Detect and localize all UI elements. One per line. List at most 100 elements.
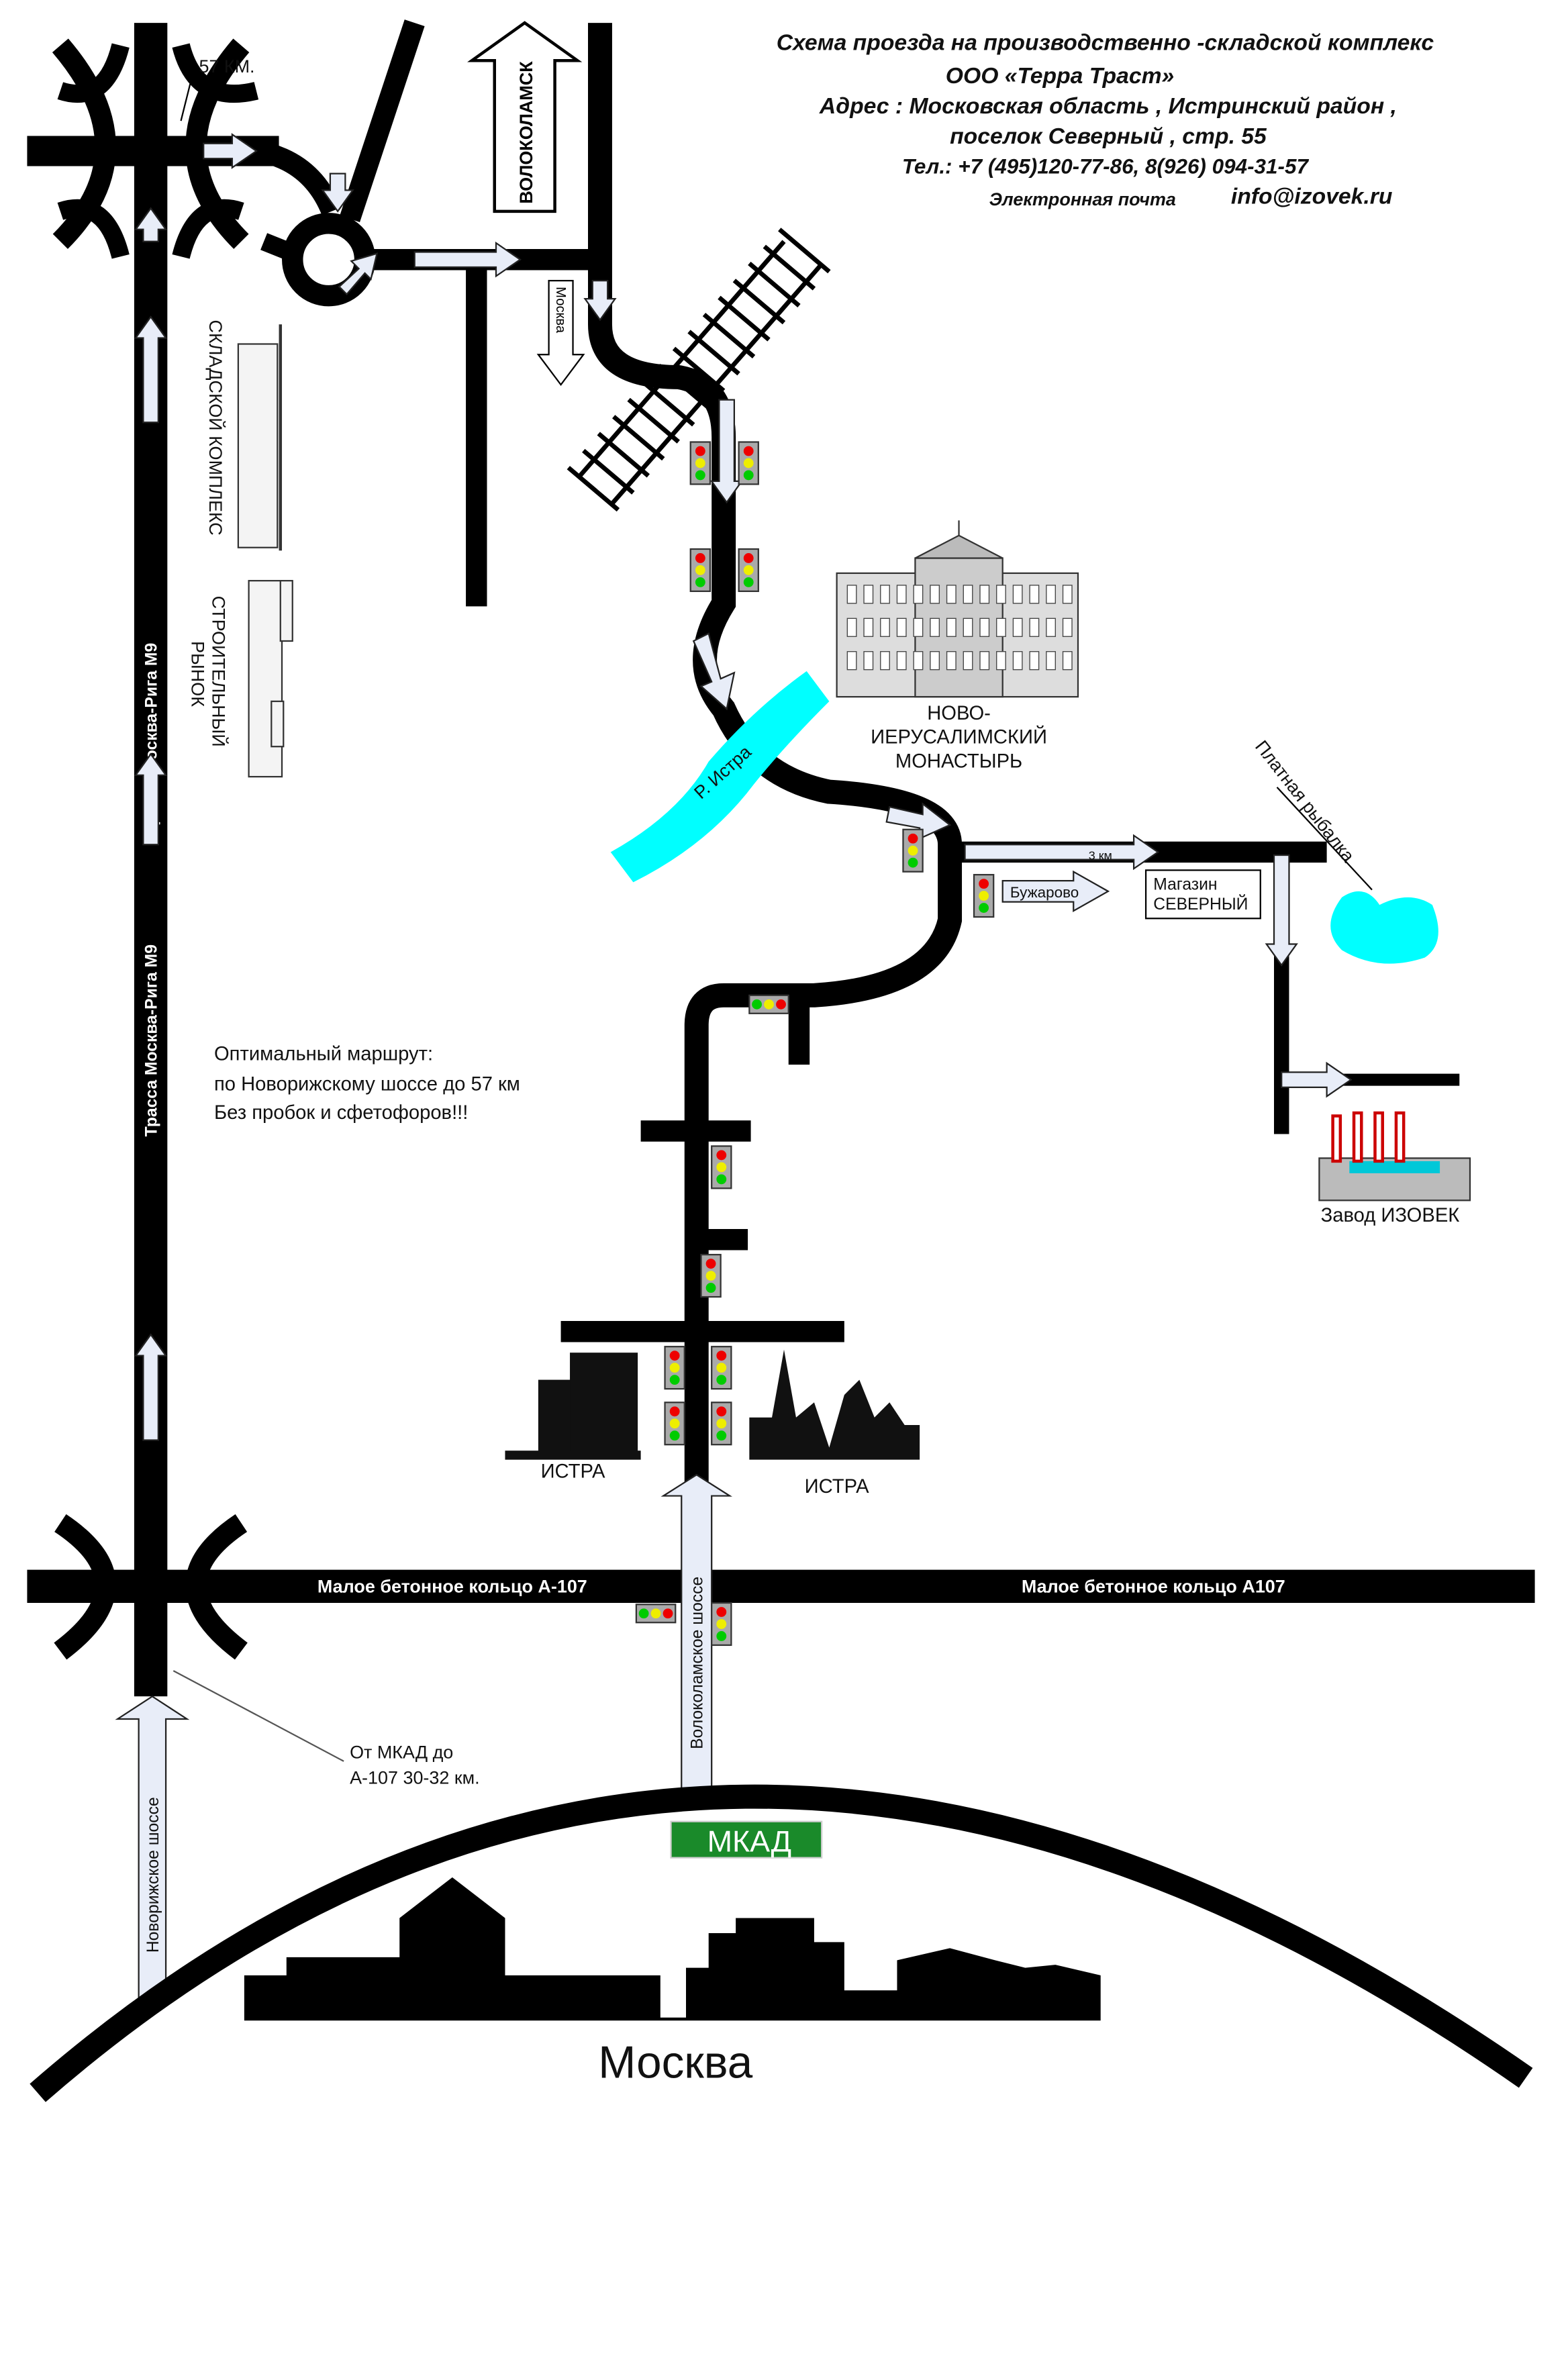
direction-arrow xyxy=(321,173,354,213)
traffic-light-icon xyxy=(748,994,789,1014)
window xyxy=(946,618,957,637)
volokolamskoe-label: Волоколамское шоссе xyxy=(689,1577,707,1749)
market-label-1: СТРОИТЕЛЬНЫЙ xyxy=(209,596,230,747)
m9-label-bottom: Трасса Москва-Рига М9 xyxy=(143,944,161,1136)
window xyxy=(1046,618,1056,637)
window xyxy=(846,585,857,604)
traffic-lights xyxy=(635,441,995,1647)
window xyxy=(963,618,973,637)
railroad-tie xyxy=(627,397,680,444)
direction-arrow xyxy=(1265,854,1298,967)
traffic-light-icon xyxy=(711,1402,732,1446)
istra-buildings-icon xyxy=(505,1349,920,1460)
buzharovo-label: Бужарово xyxy=(1010,884,1079,901)
company: ООО «Терра Траст» xyxy=(946,64,1174,89)
moscow-label: Москва xyxy=(598,2038,753,2088)
route-note-2: по Новорижскому шоссе до 57 км xyxy=(214,1073,520,1095)
phone: Тел.: +7 (495)120-77-86, 8(926) 094-31-5… xyxy=(902,155,1310,179)
window xyxy=(896,618,907,637)
novorizhskoe-label: Новорижское шоссе xyxy=(144,1797,162,1953)
a107-ring-road: Малое бетонное кольцо А-107 Малое бетонн… xyxy=(27,1514,1535,1660)
traffic-light-icon xyxy=(711,1602,732,1647)
railroad-tie xyxy=(657,364,710,410)
shop-label-2: СЕВЕРНЫЙ xyxy=(1153,895,1248,914)
km3-label: 3 км xyxy=(1089,849,1112,863)
railroad-tie xyxy=(642,381,695,427)
mkad-label: МКАД xyxy=(707,1824,791,1859)
direction-arrow xyxy=(134,207,168,242)
factory-icon xyxy=(1318,1111,1471,1201)
ring-label-left: Малое бетонное кольцо А-107 xyxy=(317,1576,587,1596)
railroad-tie xyxy=(702,312,756,359)
window xyxy=(896,585,907,604)
window xyxy=(863,618,874,637)
map-header: Схема проезда на производственно -складс… xyxy=(777,31,1434,209)
direction-arrow xyxy=(885,802,952,840)
window xyxy=(1029,618,1040,637)
window xyxy=(1062,651,1073,671)
window xyxy=(913,618,924,637)
mkad-ring xyxy=(30,1784,1533,2102)
moskva-arrow: Москва xyxy=(536,280,585,387)
mkad-sign xyxy=(670,1820,823,1859)
window xyxy=(979,585,990,604)
traffic-light-icon xyxy=(635,1604,677,1624)
direction-arrow xyxy=(134,315,168,424)
direction-arrow xyxy=(710,399,744,504)
railroad-tie xyxy=(582,448,635,495)
mkad-distance-2: А-107 30-32 км. xyxy=(350,1768,480,1788)
window xyxy=(846,618,857,637)
window xyxy=(946,651,957,671)
window xyxy=(846,651,857,671)
railroad-tie xyxy=(597,432,650,478)
window xyxy=(1012,585,1023,604)
direction-arrows xyxy=(134,133,1353,1441)
email-label: Электронная почта xyxy=(989,189,1176,209)
window xyxy=(1012,618,1023,637)
direction-arrow xyxy=(338,252,379,296)
fishing-pond xyxy=(1330,891,1438,964)
railroad xyxy=(567,228,831,512)
river-istra xyxy=(610,671,830,883)
route-note-3: Без пробок и сфетофоров!!! xyxy=(214,1102,468,1124)
shop-box xyxy=(1144,869,1261,920)
window xyxy=(963,651,973,671)
route-note-1: Оптимальный маршрут: xyxy=(214,1043,433,1065)
window xyxy=(930,651,940,671)
direction-arrow xyxy=(134,752,168,846)
window xyxy=(880,651,890,671)
monastery-label-2: ИЕРУСАЛИМСКИЙ xyxy=(871,726,1047,748)
factory-label: Завод ИЗОВЕК xyxy=(1321,1205,1460,1226)
direction-arrow xyxy=(964,834,1160,871)
email-link[interactable]: info@izovek.ru xyxy=(1231,185,1393,209)
traffic-light-icon xyxy=(738,548,759,592)
window xyxy=(1046,585,1056,604)
railroad-tie xyxy=(687,330,740,376)
window xyxy=(1029,585,1040,604)
km57-label: 57 КМ. xyxy=(199,56,254,77)
window xyxy=(1062,618,1073,637)
railroad-tie xyxy=(778,228,831,274)
window xyxy=(1062,585,1073,604)
railroad-tie xyxy=(567,466,620,512)
window xyxy=(979,618,990,637)
window xyxy=(1046,651,1056,671)
monastery-label-1: НОВО- xyxy=(927,703,991,724)
window xyxy=(979,651,990,671)
window xyxy=(996,651,1006,671)
window xyxy=(946,585,957,604)
shop-label-1: Магазин xyxy=(1153,876,1217,894)
traffic-light-icon xyxy=(664,1346,685,1390)
window xyxy=(880,585,890,604)
monastery-icon xyxy=(836,520,1079,698)
window xyxy=(963,585,973,604)
mkad-distance-1: От МКАД до xyxy=(350,1742,453,1762)
railroad-tie xyxy=(763,244,816,291)
window xyxy=(880,618,890,637)
istra-label-right: ИСТРА xyxy=(805,1476,869,1498)
warehouse-icon xyxy=(237,324,293,778)
direction-arrow xyxy=(583,280,617,322)
traffic-light-icon xyxy=(664,1402,685,1446)
window xyxy=(863,651,874,671)
